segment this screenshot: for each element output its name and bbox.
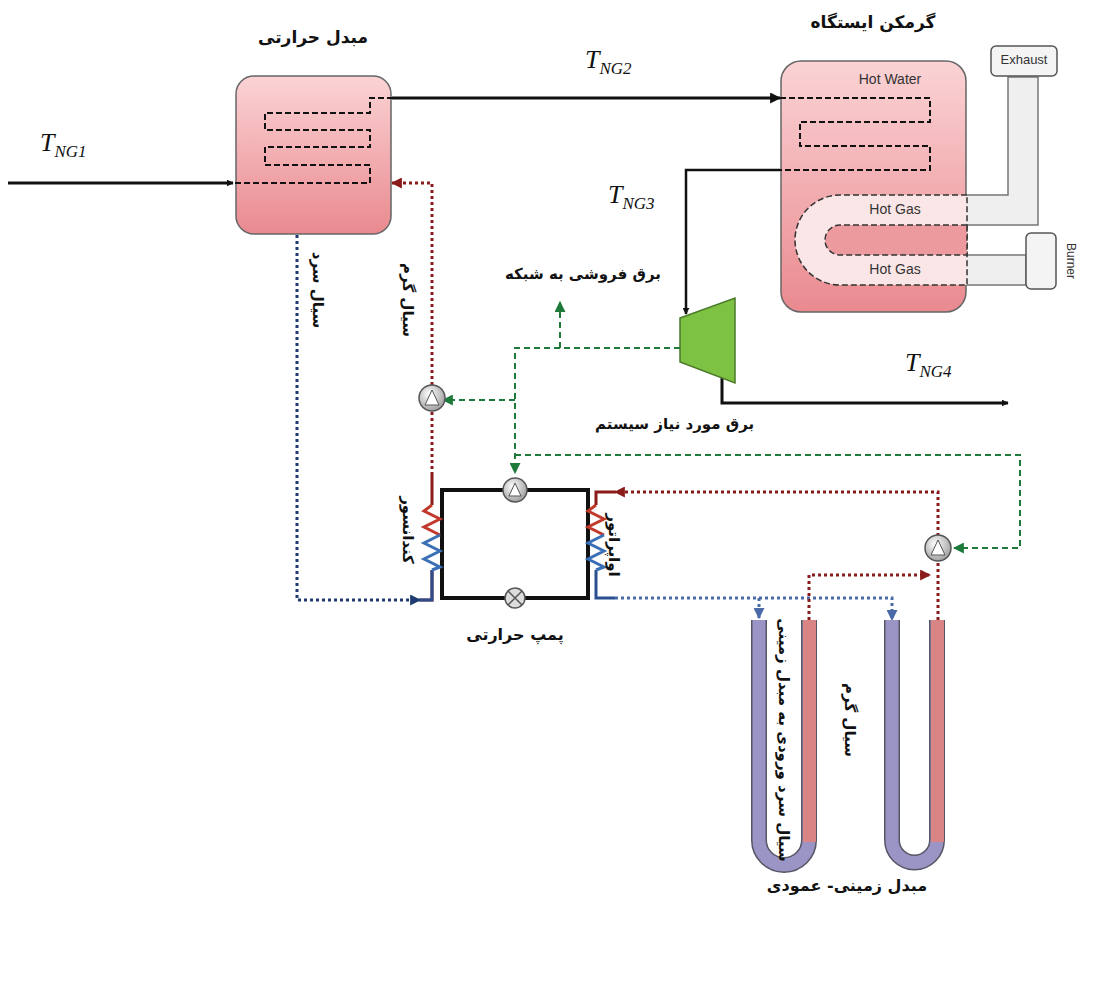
burner: Burner (1025, 232, 1057, 290)
heat-exchanger-shape (235, 75, 392, 235)
node-text: Hot Gas (869, 201, 920, 217)
flow-line (392, 183, 432, 475)
node-title: پمپ حرارتی (466, 625, 564, 644)
annotation-label: کندانسور (399, 496, 417, 564)
variable-label: TNG4 (905, 348, 952, 382)
flow-line (297, 235, 420, 600)
flow-line (615, 492, 938, 620)
heat-pump: پمپ حرارتی (420, 475, 615, 665)
node-text: Hot Water (859, 71, 922, 87)
node-title: مبدل حرارتی (258, 27, 368, 47)
edge-label: سیال سرد (309, 252, 327, 329)
heat-exchanger: مبدل حرارتی (235, 75, 392, 235)
annotation-label: برق فروشی به شبکه (505, 265, 661, 283)
annotation-label: سیال گرم (841, 683, 859, 757)
burner-shape (1025, 232, 1057, 290)
variable-label: TNG1 (40, 128, 87, 162)
node-text: Hot Gas (869, 261, 920, 277)
ground-heat-exchanger: مبدل زمینی- عمودی (740, 620, 955, 900)
node-title: مبدل زمینی- عمودی (767, 876, 927, 895)
variable-label: TNG3 (608, 180, 655, 214)
node-title: Burner (1064, 243, 1078, 279)
node-title: گرمکن ایستگاه (811, 12, 936, 32)
node-title: Exhaust (1001, 52, 1048, 67)
annotation-label: برق مورد نیاز سیستم (595, 415, 754, 433)
edge-label: TNG2 (585, 45, 632, 79)
annotation-label: سیال سرد ورودی به مبدل زمینی (775, 618, 793, 861)
edge-label: سیال گرم (399, 263, 417, 337)
flow-line (392, 97, 780, 100)
annotation-label: اواپراتور (605, 513, 623, 576)
station-heater: گرمکن ایستگاهHot WaterHot GasHot Gas (780, 60, 967, 313)
circulation-pump (925, 535, 951, 561)
circulation-pump (419, 385, 445, 411)
turbine (680, 298, 735, 383)
flow-line (615, 598, 892, 620)
exhaust-stack: Exhaust (990, 45, 1058, 77)
ground-heat-exchanger-shape (740, 620, 955, 900)
